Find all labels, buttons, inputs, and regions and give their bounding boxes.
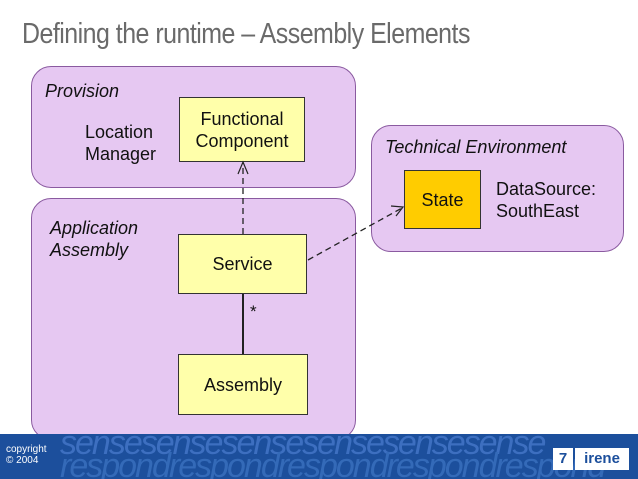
service-label: Service — [212, 254, 273, 274]
service-to-state-connector — [307, 207, 403, 261]
location-manager-text: Location Manager — [85, 122, 157, 164]
service-to-state-arrowhead — [390, 205, 405, 217]
functional-component-label: Functional Component — [195, 108, 289, 151]
slide-title: Defining the runtime – Assembly Elements — [22, 18, 470, 50]
service-node: Service — [178, 234, 307, 294]
provision-label: Provision — [45, 81, 120, 101]
footer-banner: sensesensesensesensesensesense respondre… — [0, 434, 638, 479]
datasource-text: DataSource: SouthEast — [496, 179, 597, 221]
application-assembly-label: Application Assembly — [50, 218, 139, 260]
footer-pattern-top: sensesensesensesensesensesense — [60, 434, 546, 462]
assembly-label: Assembly — [203, 374, 283, 395]
copyright-text: copyright © 2004 — [6, 444, 47, 466]
irene-logo: 7 irene — [553, 448, 629, 470]
logo-number: 7 — [553, 448, 573, 470]
footer-pattern-bottom: respondrespondrespondrespondrespond — [60, 447, 606, 479]
state-node: State — [404, 170, 481, 229]
logo-word: irene — [575, 448, 629, 470]
functional-component-node: Functional Component — [179, 97, 305, 162]
state-label: State — [421, 189, 464, 210]
service-to-component-arrowhead — [237, 160, 249, 175]
assembly-node: Assembly — [178, 354, 308, 415]
multiplicity-label: * — [250, 302, 257, 321]
technical-environment-label: Technical Environment — [385, 137, 567, 157]
